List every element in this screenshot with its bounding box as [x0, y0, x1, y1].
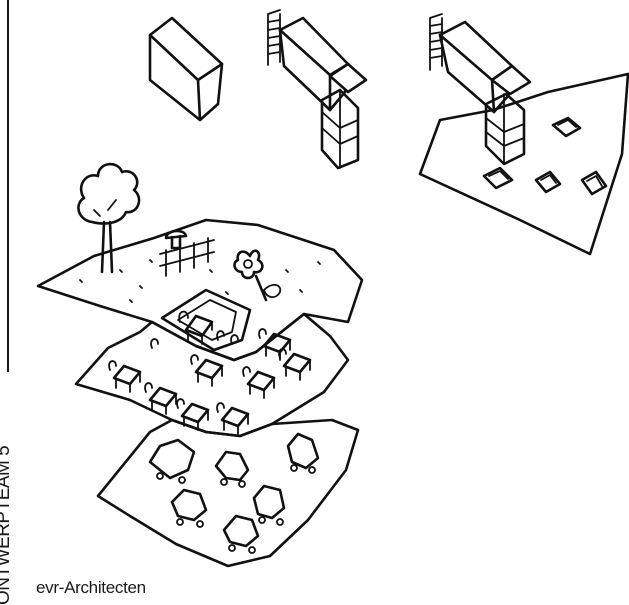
parking-layer — [98, 420, 358, 566]
roof-garden-layer — [38, 164, 362, 360]
building-block-on-ground — [420, 14, 628, 254]
building-block-plain — [150, 18, 222, 120]
building-block-with-ladder — [268, 10, 366, 168]
